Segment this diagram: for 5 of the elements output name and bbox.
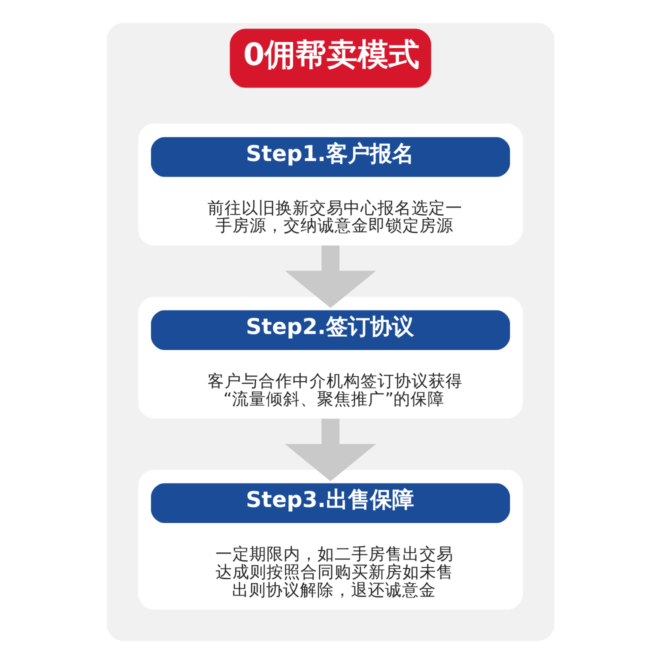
node-box: Step3.出售保障 一定期限内，如二手房售出交易达成则按照合同购买新房如未售出则协议解除，退还诚意金 bbox=[138, 470, 522, 610]
arrow bbox=[284, 418, 376, 482]
arrow bbox=[284, 245, 376, 308]
node-box: Step1.客户报名 前往以旧换新交易中心报名选定一手房源，交纳诚意金即锁定房源 bbox=[138, 124, 522, 246]
node-box: Step2.签订协议 客户与合作中介机构签订协议获得“流量倾斜、聚焦推广”的保障 bbox=[138, 296, 522, 419]
